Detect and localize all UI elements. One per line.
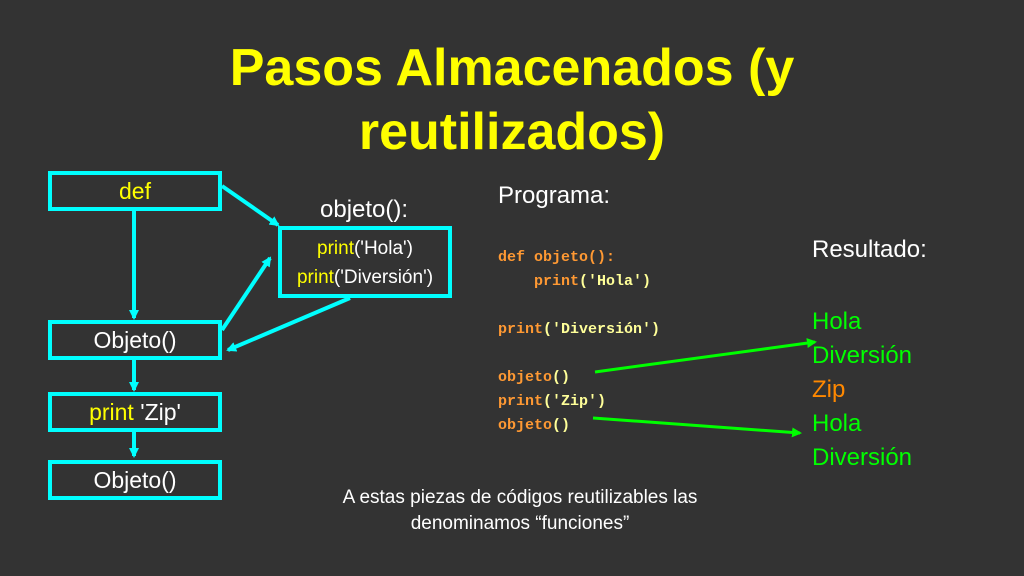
print-zip-box: print 'Zip' xyxy=(48,392,222,432)
objeto-call-box-2-label: Objeto() xyxy=(93,467,177,493)
def-box-label: def xyxy=(119,178,151,204)
result-line: Zip xyxy=(812,376,846,403)
code-keyword: print xyxy=(498,321,544,338)
arrow-second-call-output xyxy=(592,416,802,438)
code-keyword: print xyxy=(498,273,580,290)
code-rest: ('Zip') xyxy=(543,393,607,410)
title-line-2: reutilizados) xyxy=(358,103,666,161)
result-output: Hola Diversión Zip Hola Diversión xyxy=(812,305,912,475)
objeto-call-box-2: Objeto() xyxy=(48,460,222,500)
program-code-line-6: objeto() xyxy=(498,417,570,435)
arrow-def-to-function xyxy=(220,184,280,227)
caption-line-2: denominamos “funciones” xyxy=(410,513,630,534)
arrow-objeto-to-function xyxy=(220,256,272,332)
result-line: Diversión xyxy=(812,342,913,369)
code-keyword: objeto xyxy=(498,369,553,386)
function-line-2-arg: ('Diversión') xyxy=(333,267,434,288)
print-zip-arg: 'Zip' xyxy=(133,399,181,425)
arrow-print-diversion-output xyxy=(594,338,817,374)
code-keyword: objeto xyxy=(498,417,553,434)
objeto-call-box-1-label: Objeto() xyxy=(93,327,177,353)
result-line: Hola xyxy=(812,308,862,335)
code-keyword: def xyxy=(498,249,535,266)
code-rest: () xyxy=(552,369,571,386)
result-line: Diversión xyxy=(812,444,913,471)
program-code-line-3: print('Diversión') xyxy=(498,321,660,339)
function-line-1-keyword: print xyxy=(317,238,354,259)
function-line-2: print('Diversión') xyxy=(282,263,448,292)
code-rest: ('Hola') xyxy=(579,273,652,290)
title-line-1: Pasos Almacenados (y xyxy=(229,39,795,97)
function-line-1: print('Hola') xyxy=(282,234,448,263)
function-line-2-keyword: print xyxy=(296,267,334,288)
program-code-line-4: objeto() xyxy=(498,369,570,387)
slide-title: Pasos Almacenados (y reutilizados) xyxy=(0,36,1024,164)
arrow-function-return xyxy=(226,296,351,352)
def-box: def xyxy=(48,171,222,211)
program-code-line-5: print('Zip') xyxy=(498,393,606,411)
program-code-line-2: print('Hola') xyxy=(498,273,651,291)
code-rest: ('Diversión') xyxy=(543,321,661,338)
objeto-call-box-1: Objeto() xyxy=(48,320,222,360)
result-line: Hola xyxy=(812,410,862,437)
caption: A estas piezas de códigos reutilizables … xyxy=(260,485,780,537)
print-zip-keyword: print xyxy=(89,399,134,425)
code-rest: () xyxy=(552,417,571,434)
caption-line-1: A estas piezas de códigos reutilizables … xyxy=(342,487,698,508)
result-label: Resultado: xyxy=(812,236,927,263)
function-line-1-arg: ('Hola') xyxy=(353,238,413,259)
code-rest: objeto(): xyxy=(534,249,616,266)
function-body-box: print('Hola') print('Diversión') xyxy=(278,226,452,298)
program-label: Programa: xyxy=(498,182,611,209)
program-code-line-1: def objeto(): xyxy=(498,249,615,267)
function-header: objeto(): xyxy=(320,196,409,223)
code-keyword: print xyxy=(498,393,544,410)
